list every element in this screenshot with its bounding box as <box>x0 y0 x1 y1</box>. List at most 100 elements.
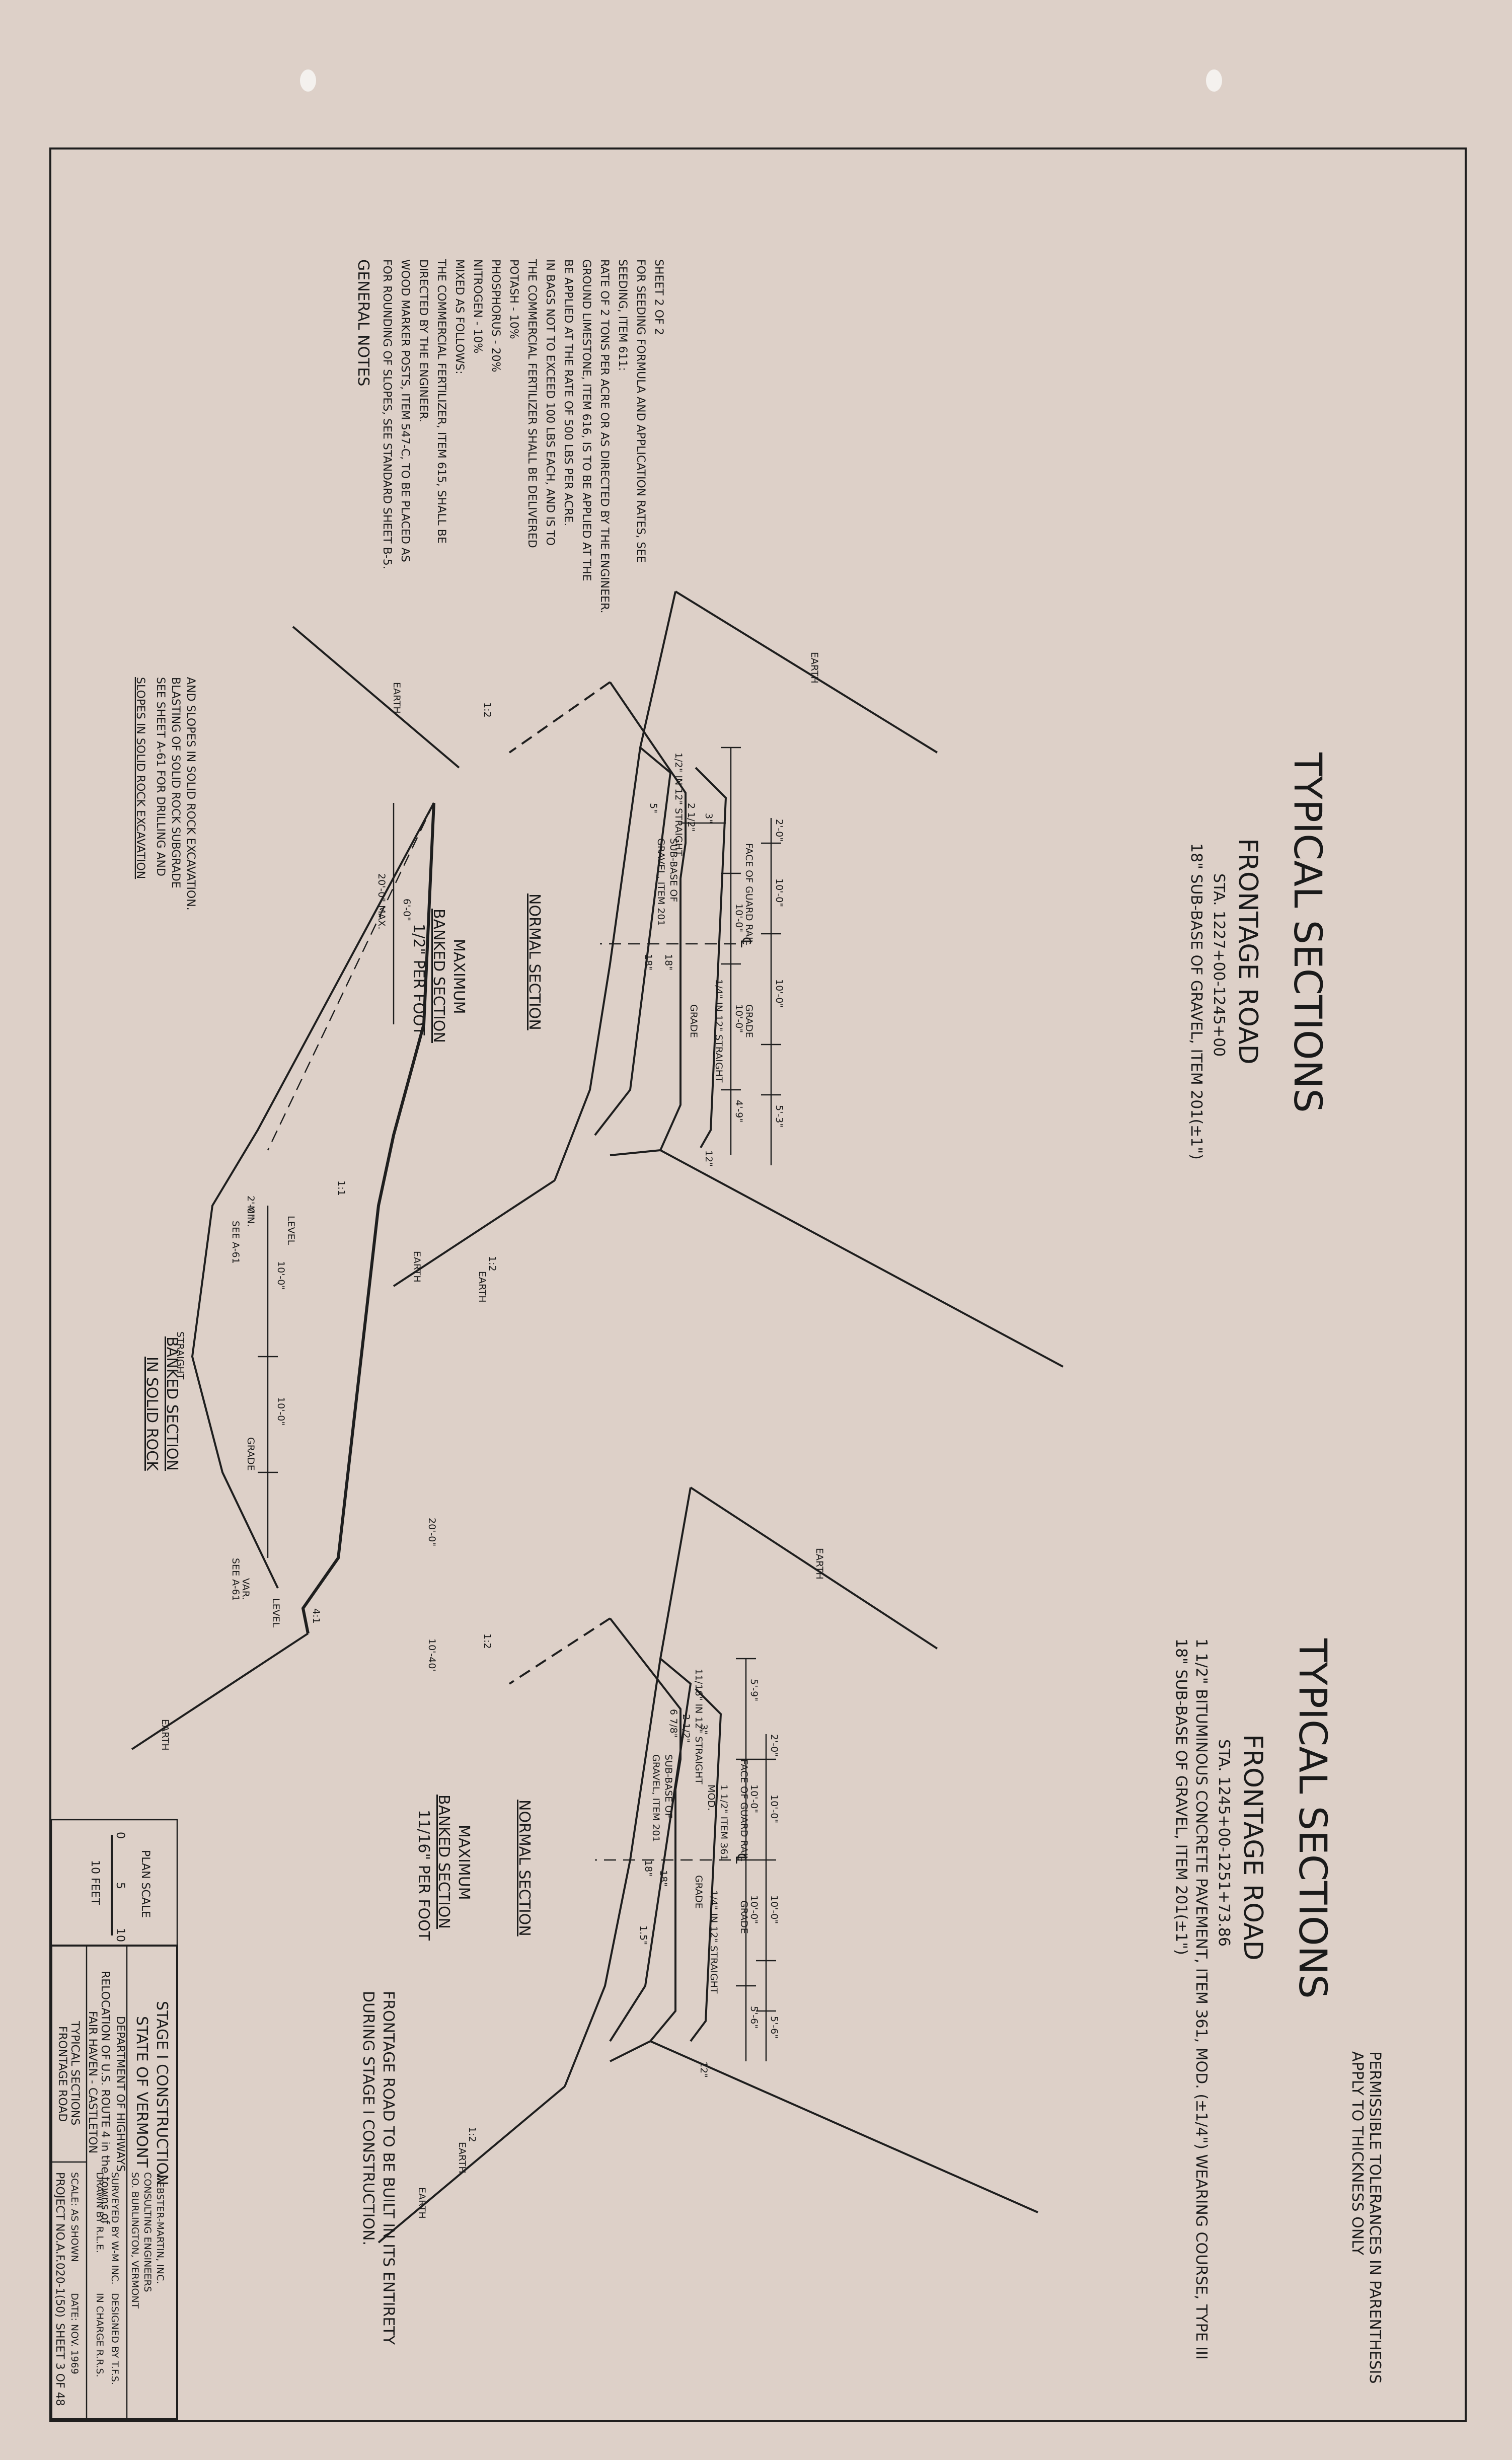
dim-label: 2'-0" <box>245 1196 256 1218</box>
dim-label: 10'-0" <box>733 1004 744 1033</box>
general-note-line: MIXED AS FOLLOWS: <box>453 259 466 375</box>
grade-label: GRADE <box>693 1875 704 1909</box>
general-note-line: SEEDING, ITEM 611: <box>616 259 629 371</box>
face-guard-rail-label: FACE OF GUARD RAIL <box>743 843 754 945</box>
sheet-border <box>49 147 1467 2422</box>
earth-label: EARTH <box>411 1251 422 1283</box>
dim-label: 10'-0" <box>774 878 785 907</box>
frontage-road-title: FRONTAGE ROAD <box>1238 1734 1268 1961</box>
scale-unit: 10 FEET <box>89 1860 101 1905</box>
slope-label: 1:2 <box>482 702 493 718</box>
dim-label: 10'-0" <box>748 1784 760 1813</box>
banked-section-2: 5'-9" 10'-0" 10'-0" 5'-6" 11/16" IN 12" … <box>377 1486 938 2244</box>
general-note-line: POTASH - 10% <box>507 259 520 339</box>
dim-label: 1.5" <box>638 1925 649 1945</box>
section-2-title: TYPICAL SECTIONS FRONTAGE ROAD STA. 1245… <box>1172 1638 1384 2384</box>
sub-base-label: SUB-BASE OF <box>668 838 679 902</box>
mod-label: MOD. <box>706 1784 717 1811</box>
dim-label: 6 7/8" <box>668 1709 679 1738</box>
earth-label: EARTH <box>814 1548 825 1580</box>
var-label: VAR. <box>240 1578 251 1600</box>
earth-label: EARTH <box>457 2142 468 2174</box>
section-label: 11/16" PER FOOT <box>415 1810 432 1941</box>
dim-label: 2'-0" <box>769 1734 780 1757</box>
dim-label: 10'-0" <box>774 979 785 1008</box>
tb-drawn: DRAWN BY R.L.E. <box>94 2172 105 2253</box>
straight-label: 1/4" IN 12" STRAIGHT <box>708 1890 719 1994</box>
earth-line <box>393 1179 556 1287</box>
punch-hole-left <box>300 69 316 92</box>
normal-section-2: 2'-0" 10'-0" 10'-0" 5'-6" FACE OF GUARD … <box>457 1617 1038 2213</box>
dim-label: 4'-9" <box>733 1100 744 1123</box>
dim-label: 10'-0" <box>769 1895 780 1924</box>
dim-label: 10'-0" <box>769 1795 780 1823</box>
straight-label: STRAIGHT <box>175 1331 186 1380</box>
earth-line <box>650 2040 1038 2213</box>
centerline-mark: ℄ <box>732 1853 749 1863</box>
station-text: STA. 1245+00-1251+73.86 <box>1215 1739 1233 1947</box>
tb-firm-type: CONSULTING ENGINEERS <box>142 2172 153 2292</box>
tb-date: DATE: NOV. 1969 <box>69 2293 80 2374</box>
earth-line <box>690 1486 938 1650</box>
tb-state: STATE OF VERMONT <box>133 2016 150 2168</box>
stage-note: FRONTAGE ROAD TO BE BUILT IN ITS ENTIRET… <box>359 1991 397 2345</box>
tb-scale: SCALE: AS SHOWN <box>69 2172 80 2262</box>
dim-label: 6'-0" <box>401 899 412 921</box>
tb-designed: DESIGNED BY T.F.S. <box>109 2293 120 2385</box>
scale-tick: 0 <box>114 1832 126 1839</box>
rotated-content: GENERAL NOTES FOR ROUNDING OF SLOPES, SE… <box>50 259 1384 2420</box>
centerline-mark: ℄ <box>737 937 754 947</box>
dim-label: 3" <box>703 813 714 824</box>
subbase-line <box>690 1688 722 2042</box>
tb-sheet-title: TYPICAL SECTIONS <box>68 2021 81 2125</box>
min-label: MIN. <box>245 1206 256 1227</box>
dim-label: 2'-0" <box>774 819 785 842</box>
rock-notes: SLOPES IN SOLID ROCK EXCAVATION SEE SHEE… <box>134 677 197 911</box>
scale-title: PLAN SCALE <box>139 1850 152 1918</box>
dim-label: 5'-9" <box>748 1679 760 1701</box>
station-text: STA. 1227+00-1245+00 <box>1210 873 1228 1057</box>
straight-label: 1/4" IN 12" STRAIGHT <box>713 979 724 1083</box>
face-guard-rail-label: FACE OF GUARD RAIL <box>738 1759 749 1861</box>
general-note-line: PHOSPHORUS - 20% <box>489 259 502 372</box>
earth-label: EARTH <box>391 682 402 714</box>
section-1-title: TYPICAL SECTIONS FRONTAGE ROAD STA. 1227… <box>1187 752 1330 1160</box>
slope-label: 4:1 <box>311 1608 322 1624</box>
banked-rock-section: 6'-0" 20'-0" MAX. 10'-0" 10'-0" 10'-40' … <box>131 626 460 1751</box>
slope-label: 1:1 <box>336 1180 347 1196</box>
gravel-label: GRAVEL, ITEM 201 <box>650 1754 661 1842</box>
grade-label: GRADE <box>743 1004 754 1038</box>
earth-label: EARTH <box>477 1271 488 1303</box>
sub-base-note: 18" SUB-BASE OF GRAVEL, ITEM 201(±1") <box>1172 1638 1190 1955</box>
plan-scale: PLAN SCALE 0 5 10 10 FEET <box>50 1819 178 1947</box>
section-label: IN SOLID ROCK <box>143 1357 161 1471</box>
general-notes: GENERAL NOTES FOR ROUNDING OF SLOPES, SE… <box>354 259 665 614</box>
tb-surveyed: SURVEYED BY W-M INC. <box>109 2172 120 2284</box>
general-note-line: DIRECTED BY THE ENGINEER. <box>417 259 429 422</box>
profile-line <box>609 1617 682 2062</box>
dim-label: 18" <box>643 1860 654 1877</box>
rock-notes-title: SLOPES IN SOLID ROCK EXCAVATION <box>134 677 146 879</box>
stage-note-line: DURING STAGE I CONSTRUCTION. <box>359 1991 377 2246</box>
dim-label: 5" <box>648 803 659 813</box>
general-note-line: WOOD MARKER POSTS, ITEM 547-C, TO BE PLA… <box>399 259 411 562</box>
tb-firm-city: SO. BURLINGTON, VERMONT <box>129 2172 140 2309</box>
subbase-line <box>609 1658 692 2042</box>
profile-line <box>564 1487 692 2087</box>
section-label: NORMAL SECTION <box>515 1800 533 1936</box>
straight-label: 11/16" IN 12" STRAIGHT <box>693 1669 704 1784</box>
dim-label: 18" <box>663 954 674 971</box>
general-note-line: NITROGEN - 10% <box>471 259 484 353</box>
dim-label: 10'-0" <box>733 904 744 932</box>
slope-label: 1:2 <box>482 1633 493 1649</box>
dim-label: 18" <box>643 954 654 971</box>
section-label: BANKED SECTION <box>435 1795 452 1929</box>
tb-relocation: RELOCATION OF U.S. ROUTE 4 in the towns … <box>99 1971 111 2224</box>
section-label: NORMAL SECTION <box>525 893 543 1030</box>
profile-line <box>554 591 676 1181</box>
section-label: BANKED SECTION <box>163 1336 181 1471</box>
see-label: SEE A-61 <box>230 1221 241 1264</box>
item-label: 1 1/2" ITEM 361 <box>718 1784 729 1860</box>
dim-label: 5'-6" <box>769 2016 780 2039</box>
level-label: LEVEL <box>285 1216 296 1245</box>
